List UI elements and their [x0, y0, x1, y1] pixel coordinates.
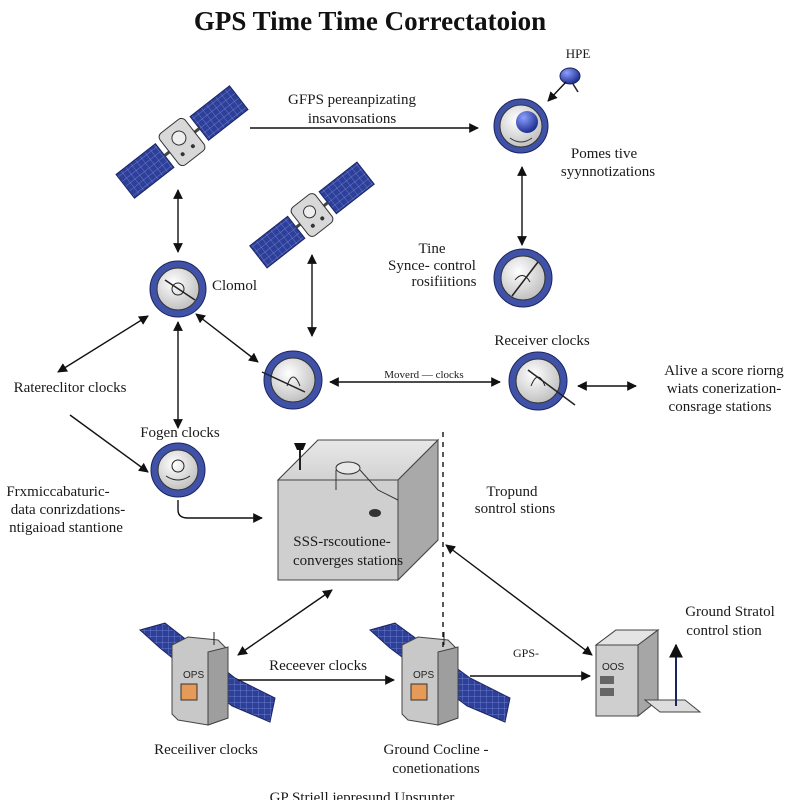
label-tine-2: Synce- control: [388, 258, 476, 274]
clock-icon: [149, 260, 207, 318]
label-alive: Alive a score riorng: [664, 363, 784, 379]
label-moverd-clocks: Moverd — clocks: [384, 369, 463, 381]
satellite-icon: [115, 85, 249, 199]
label-pomes: Pomes tive: [571, 146, 638, 162]
label-hpe: HPE: [566, 46, 591, 61]
label-tropund-2: sontrol stions: [475, 501, 556, 517]
server-label: OPS: [413, 670, 434, 681]
building-icon: OOS: [594, 629, 702, 718]
label-ss-station-2: converges stations: [293, 553, 403, 569]
connector-arrows: [57, 123, 637, 685]
label-frxmic-3: ntigaioad stantione: [9, 520, 123, 536]
label-tine-3: rosifiitions: [411, 274, 476, 290]
label-gps-propagation-2: insavonsations: [308, 111, 396, 127]
server-rack-icon: OPS: [368, 622, 511, 726]
label-ground-stratol: Ground Stratol: [685, 604, 775, 620]
building-icon: [276, 438, 440, 582]
label-pomes-2: syynnotizations: [561, 164, 655, 180]
server-label: OPS: [183, 670, 204, 681]
clock-icon: [493, 98, 549, 154]
satellite-dish-icon: [547, 67, 581, 102]
clock-icon: [150, 442, 206, 498]
station-label: OOS: [602, 662, 625, 673]
label-tine: Tine: [419, 241, 446, 257]
label-receever-clocks: Receever clocks: [269, 658, 367, 674]
label-receiver-clocks-top: Receiver clocks: [494, 333, 590, 349]
label-frxmic-2: data conrizdations-: [11, 502, 126, 518]
label-gps-mid: GPS-: [513, 646, 539, 660]
label-frxmic: Frxmiccabaturic-: [6, 484, 109, 500]
clock-icon: [261, 350, 323, 410]
diagram-title: GPS Time Time Correctatoion: [194, 6, 546, 36]
label-ground-cocline-2: conetionations: [392, 761, 480, 777]
satellite-icon: [249, 161, 375, 269]
label-ss-station: SSS-rscoutione-: [293, 534, 391, 550]
label-alive-3: consrage stations: [669, 399, 772, 415]
label-alive-2: wiats conerization-: [667, 381, 782, 397]
label-fogen-clocks: Fogen clocks: [140, 425, 220, 441]
clock-icon: [493, 248, 553, 308]
label-clomol: Clomol: [212, 278, 257, 294]
label-gps-propagation: GFPS pereanpizating: [288, 92, 416, 108]
clock-icon: [508, 351, 576, 411]
label-ground-cocline: Ground Cocline -: [384, 742, 489, 758]
label-receiliver-clocks: Receiliver clocks: [154, 742, 258, 758]
server-rack-icon: OPS: [138, 622, 276, 726]
label-tropund: Tropund: [486, 484, 538, 500]
label-bottom-caption: GP Striell jepresund Upsrunter: [270, 790, 455, 800]
label-ground-stratol-2: control stion: [686, 623, 762, 639]
label-ratereclitor-clocks: Ratereclitor clocks: [14, 380, 127, 396]
